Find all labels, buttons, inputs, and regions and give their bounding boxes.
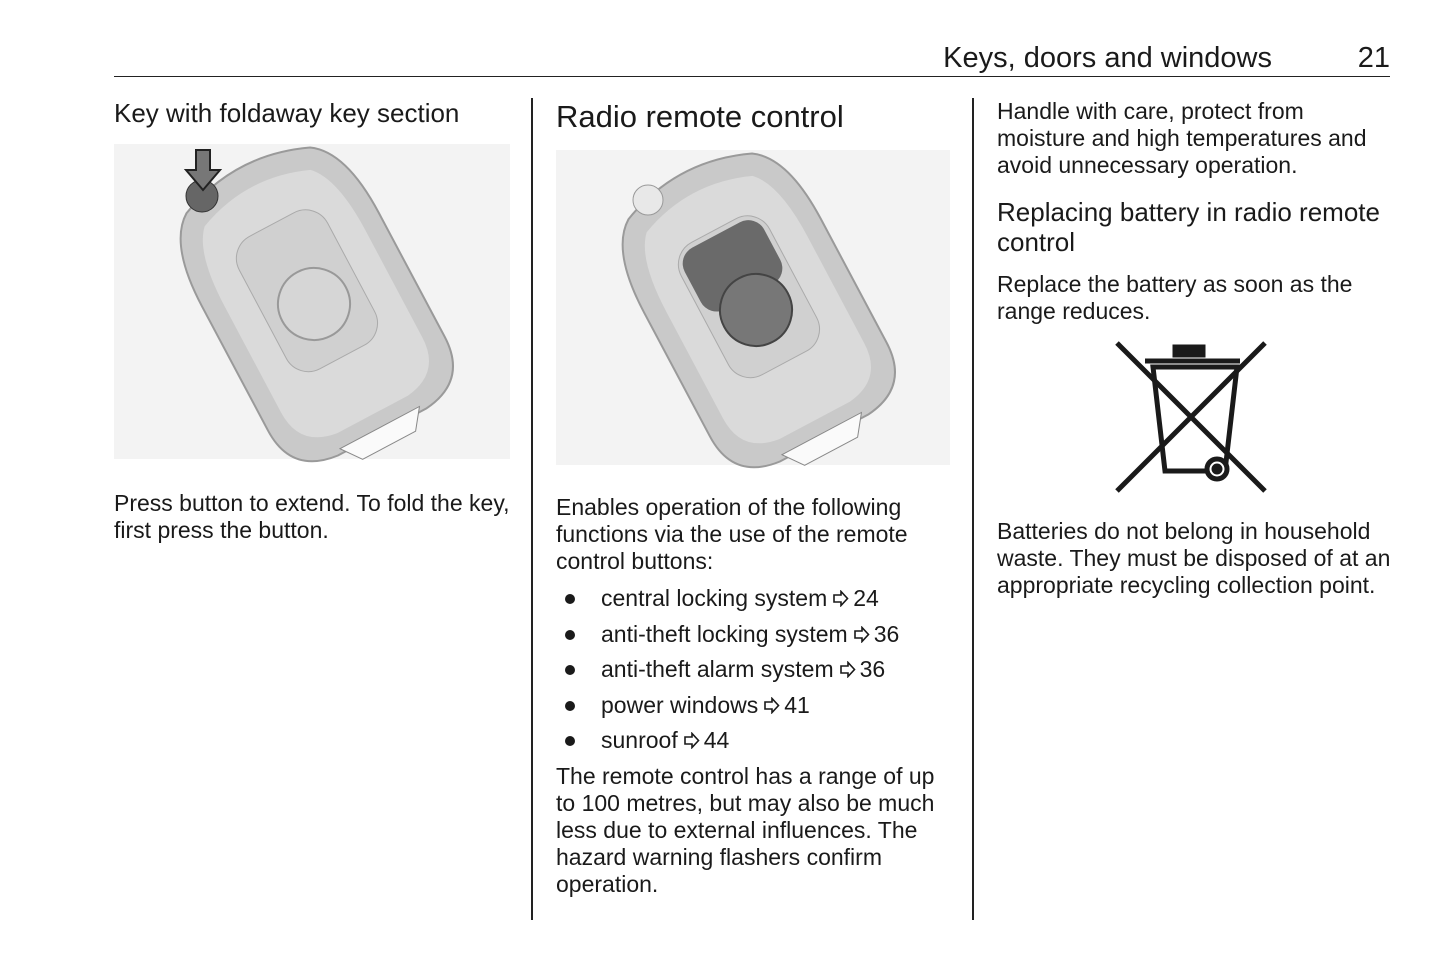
section-heading: Replacing battery in radio remote contro… [997, 197, 1380, 257]
page-reference[interactable]: 41 [784, 691, 810, 718]
page-reference-arrow-icon [853, 625, 870, 643]
bullet-icon [565, 736, 575, 746]
page-reference-arrow-icon [683, 732, 700, 749]
bullet-icon [565, 700, 575, 711]
section-title: Keys, doors and windows [943, 42, 1272, 74]
bullet-icon [565, 594, 575, 604]
body-text: Handle with care, protect from moisture … [997, 98, 1367, 178]
body-text: The remote control has a range of up to … [556, 762, 935, 897]
section-heading: Key with foldaway key section [114, 98, 460, 128]
body-text: Batteries do not belong in household was… [997, 518, 1391, 598]
radio-remote-key-illustration [556, 150, 950, 469]
page-reference-arrow-icon [833, 590, 849, 607]
page-number: 21 [1357, 42, 1390, 74]
column-battery: Handle with care, protect from moisture … [997, 98, 1397, 599]
body-text: Press button to extend. To fold the key,… [114, 490, 510, 543]
page-reference-arrow-icon [764, 696, 780, 714]
section-heading: Radio remote control [556, 99, 844, 134]
body-text: Enables operation of the following funct… [556, 494, 908, 574]
column-divider [531, 98, 533, 920]
crossed-out-wheelie-bin-icon [1115, 341, 1267, 493]
column-divider [972, 98, 974, 920]
page-reference[interactable]: 44 [703, 727, 730, 753]
page-reference[interactable]: 24 [853, 585, 879, 611]
column-radio-remote: Radio remote control Enables operation o… [556, 98, 956, 898]
page-reference[interactable]: 36 [873, 620, 900, 647]
body-text: Replace the battery as soon as the range… [997, 271, 1353, 324]
column-key-foldaway: Key with foldaway key section Press butt… [114, 98, 514, 544]
bullet-icon [565, 629, 575, 640]
bullet-icon [565, 665, 575, 675]
foldaway-key-illustration [114, 144, 510, 463]
page-reference[interactable]: 36 [859, 656, 886, 682]
page-reference-arrow-icon [839, 661, 856, 678]
page-header: Keys, doors and windows 21 [114, 40, 1390, 77]
